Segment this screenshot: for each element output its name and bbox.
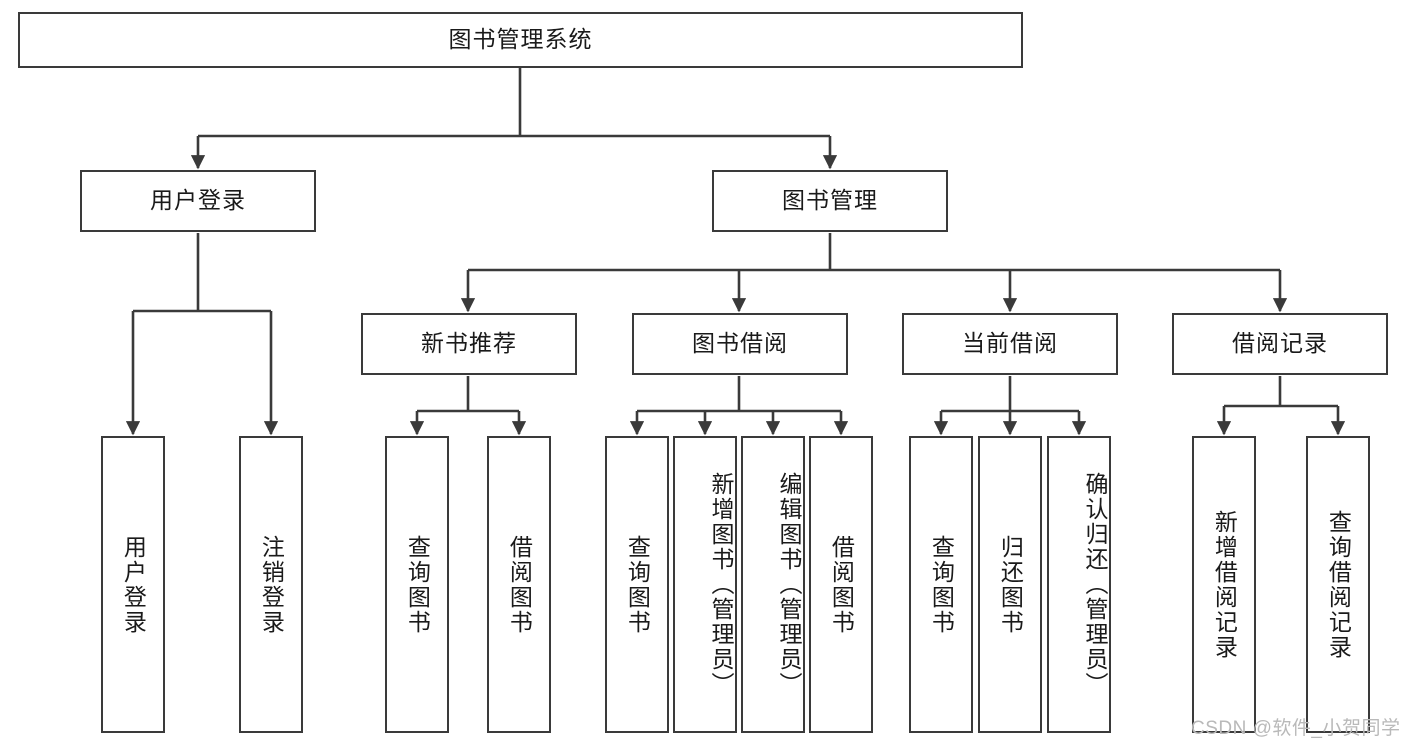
node-label: 归还图书 (997, 534, 1024, 635)
node-label: 借阅记录 (1232, 330, 1328, 357)
node-label: 新增借阅记录 (1211, 509, 1238, 660)
leaf-return-book[interactable]: 归还图书 (978, 436, 1042, 733)
csdn-watermark: CSDN @软件_小贺同学 (1191, 718, 1401, 739)
leaf-edit-book-admin[interactable]: 编辑图书（管理员） (741, 436, 805, 733)
node-book-management[interactable]: 图书管理 (712, 170, 948, 232)
node-label: 借阅图书 (828, 534, 855, 635)
node-label: 新书推荐 (421, 330, 517, 357)
node-label: 用户登录 (150, 187, 246, 214)
leaf-query-book-borrow[interactable]: 查询图书 (605, 436, 669, 733)
node-current-borrow[interactable]: 当前借阅 (902, 313, 1118, 375)
node-label: 编辑图书（管理员） (776, 472, 802, 697)
leaf-query-borrow-record[interactable]: 查询借阅记录 (1306, 436, 1370, 733)
node-label: 借阅图书 (506, 534, 533, 635)
node-label: 查询图书 (928, 534, 955, 635)
leaf-add-borrow-record[interactable]: 新增借阅记录 (1192, 436, 1256, 733)
node-label: 图书借阅 (692, 330, 788, 357)
node-label: 注销登录 (258, 534, 285, 635)
node-borrow-record[interactable]: 借阅记录 (1172, 313, 1388, 375)
node-label: 当前借阅 (962, 330, 1058, 357)
leaf-query-book-current[interactable]: 查询图书 (909, 436, 973, 733)
node-label: 查询借阅记录 (1325, 509, 1352, 660)
node-book-borrow[interactable]: 图书借阅 (632, 313, 848, 375)
node-label: 查询图书 (624, 534, 651, 635)
leaf-confirm-return-admin[interactable]: 确认归还（管理员） (1047, 436, 1111, 733)
node-new-book-recommend[interactable]: 新书推荐 (361, 313, 577, 375)
node-label: 用户登录 (120, 534, 147, 635)
leaf-borrow-book-recommend[interactable]: 借阅图书 (487, 436, 551, 733)
leaf-logout-login[interactable]: 注销登录 (239, 436, 303, 733)
node-root-book-management-system[interactable]: 图书管理系统 (18, 12, 1023, 68)
leaf-add-book-admin[interactable]: 新增图书（管理员） (673, 436, 737, 733)
node-label: 图书管理系统 (448, 26, 593, 53)
node-user-login[interactable]: 用户登录 (80, 170, 316, 232)
leaf-query-book-recommend[interactable]: 查询图书 (385, 436, 449, 733)
node-label: 确认归还（管理员） (1082, 472, 1108, 697)
node-label: 图书管理 (782, 187, 878, 214)
leaf-borrow-book[interactable]: 借阅图书 (809, 436, 873, 733)
node-label: 新增图书（管理员） (708, 472, 734, 697)
leaf-user-login[interactable]: 用户登录 (101, 436, 165, 733)
node-label: 查询图书 (404, 534, 431, 635)
